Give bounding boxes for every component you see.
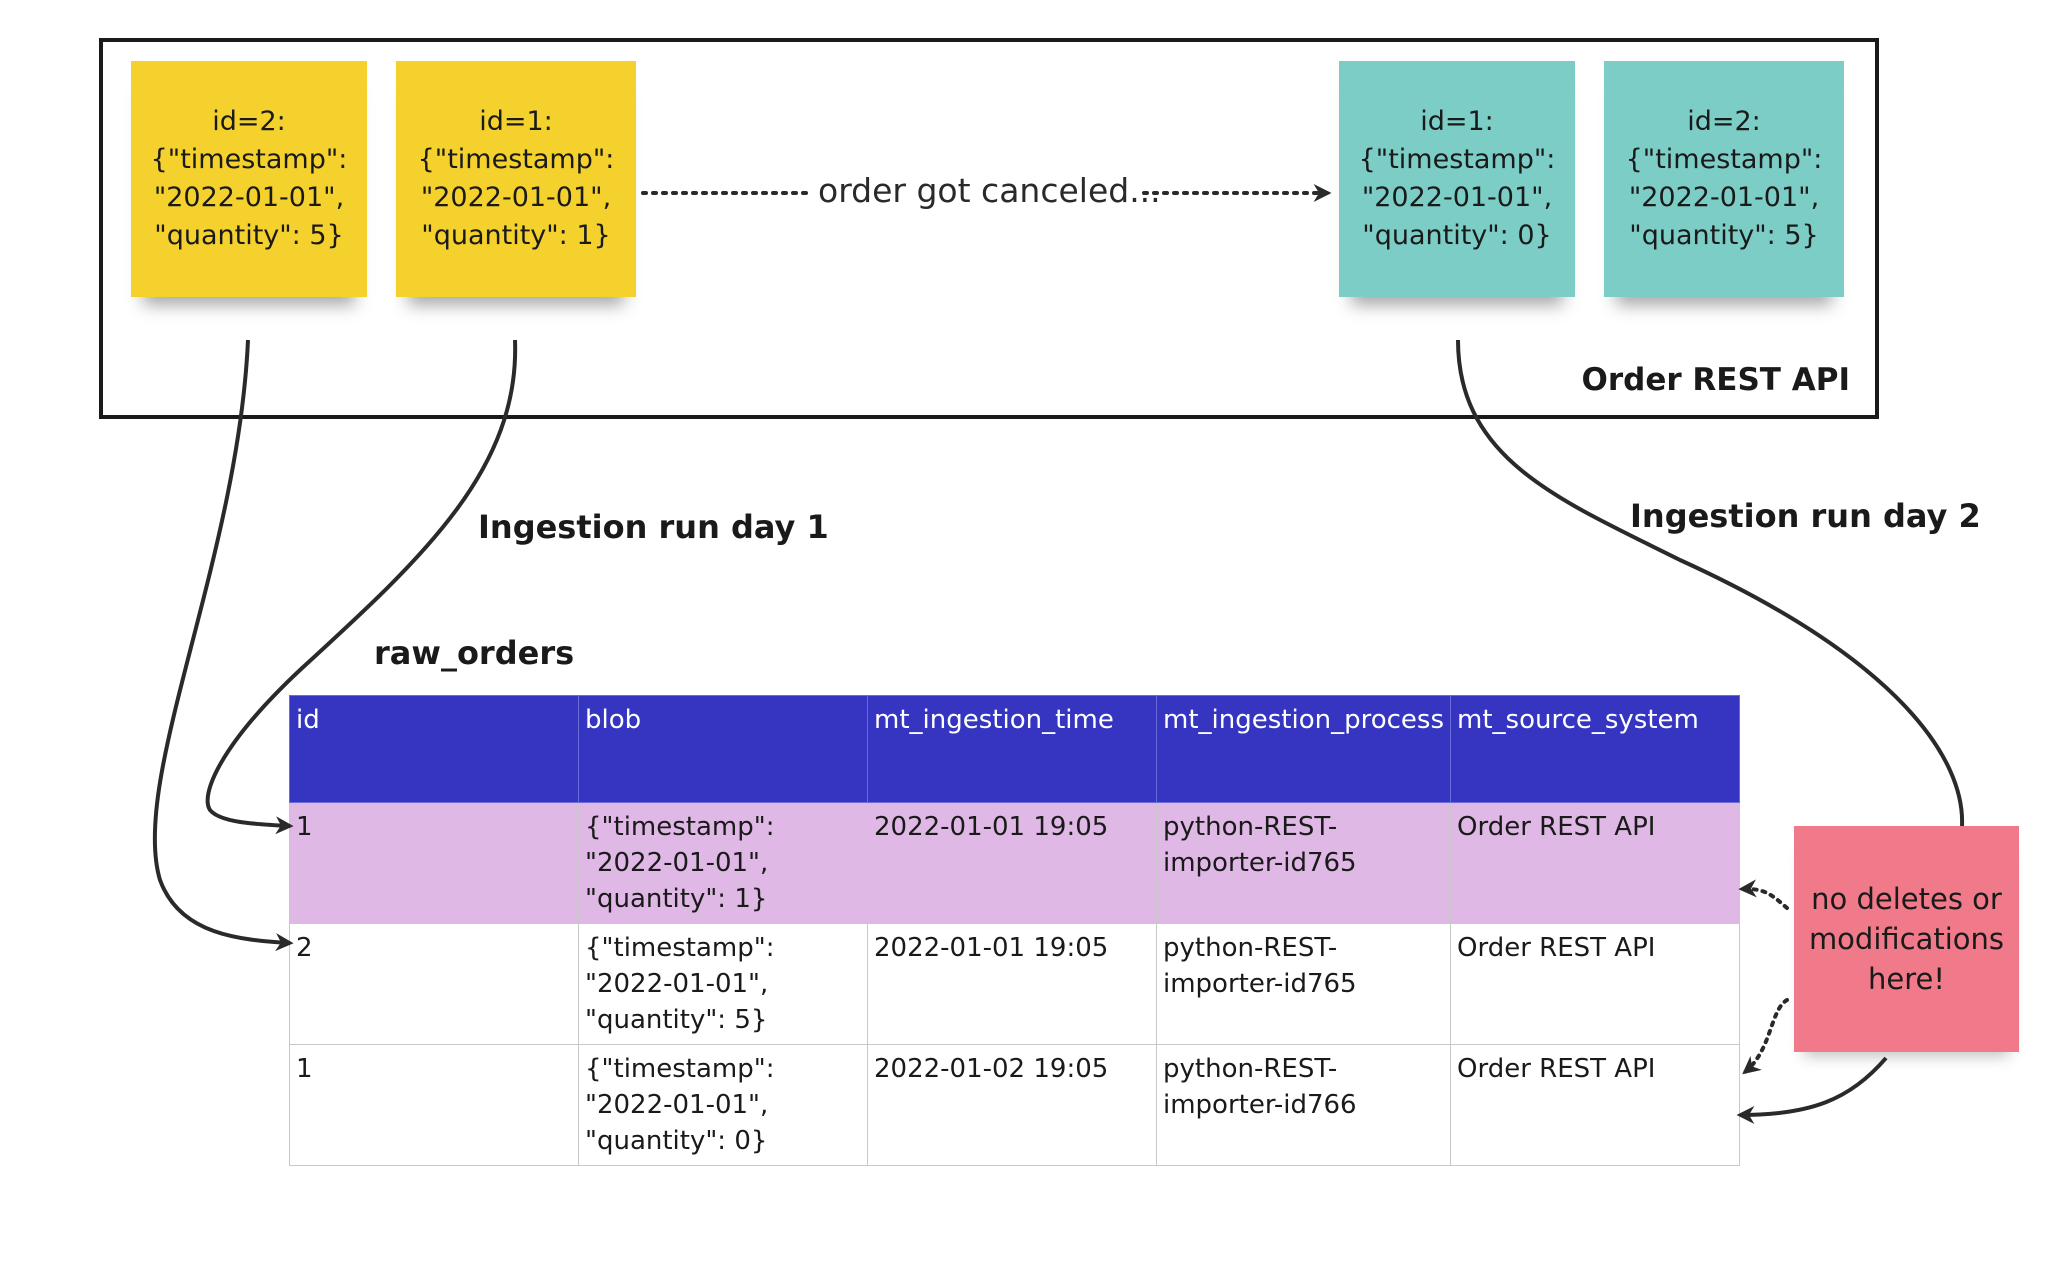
cell-ingestion-time: 2022-01-01 19:05 bbox=[867, 923, 1157, 1045]
cell-line: {"timestamp": bbox=[585, 812, 775, 842]
warning-line: no deletes or bbox=[1811, 882, 2002, 916]
cell-line: {"timestamp": bbox=[585, 933, 775, 963]
arrow-day1-order1 bbox=[205, 339, 518, 835]
note-line: {"timestamp": bbox=[150, 144, 348, 175]
cell-line: python-REST- bbox=[1163, 933, 1338, 963]
order-rest-api-container bbox=[99, 38, 1879, 419]
sticky-note-order-1-day1: id=1: {"timestamp": "2022-01-01", "quant… bbox=[396, 61, 636, 297]
note-line: {"timestamp": bbox=[417, 144, 615, 175]
cell-ingestion-process: python-REST- importer-id765 bbox=[1156, 802, 1451, 924]
cell-blob: {"timestamp": "2022-01-01", "quantity": … bbox=[578, 923, 868, 1045]
cell-blob: {"timestamp": "2022-01-01", "quantity": … bbox=[578, 1044, 868, 1166]
cell-source-system: Order REST API bbox=[1450, 802, 1740, 924]
cell-id: 1 bbox=[289, 802, 579, 924]
ingestion-run-day2-label: Ingestion run day 2 bbox=[1630, 497, 1981, 535]
raw-orders-table: id blob mt_ingestion_time mt_ingestion_p… bbox=[289, 695, 1740, 1166]
cell-line: importer-id766 bbox=[1163, 1090, 1357, 1120]
cell-ingestion-time: 2022-01-02 19:05 bbox=[867, 1044, 1157, 1166]
warning-sticky-note: no deletes or modifications here! bbox=[1794, 826, 2019, 1052]
column-header-mt-source-system: mt_source_system bbox=[1450, 695, 1740, 803]
note-line: {"timestamp": bbox=[1625, 144, 1823, 175]
warning-line: modifications bbox=[1808, 922, 2005, 956]
note-line: "2022-01-01", bbox=[1361, 182, 1553, 213]
cell-line: python-REST- bbox=[1163, 1054, 1338, 1084]
column-header-mt-ingestion-time: mt_ingestion_time bbox=[867, 695, 1157, 803]
cell-line: importer-id765 bbox=[1163, 848, 1357, 878]
note-line: "quantity": 1} bbox=[421, 220, 611, 251]
column-header-id: id bbox=[289, 695, 579, 803]
column-header-mt-ingestion-process: mt_ingestion_process bbox=[1156, 695, 1451, 803]
note-line: "2022-01-01", bbox=[1628, 182, 1820, 213]
cell-line: "2022-01-01", bbox=[585, 1090, 769, 1120]
cell-source-system: Order REST API bbox=[1450, 1044, 1740, 1166]
warning-line: here! bbox=[1868, 962, 1945, 996]
note-line: id=1: bbox=[479, 106, 553, 137]
cell-line: "quantity": 0} bbox=[585, 1126, 768, 1156]
cell-blob: {"timestamp": "2022-01-01", "quantity": … bbox=[578, 802, 868, 924]
ingestion-run-day1-label: Ingestion run day 1 bbox=[478, 508, 829, 546]
cell-line: "quantity": 5} bbox=[585, 1005, 768, 1035]
cell-line: "2022-01-01", bbox=[585, 969, 769, 999]
cell-line: "2022-01-01", bbox=[585, 848, 769, 878]
table-row: 1 {"timestamp": "2022-01-01", "quantity"… bbox=[289, 802, 1740, 924]
cell-line: importer-id765 bbox=[1163, 969, 1357, 999]
dotted-arrow-warning-row3 bbox=[1742, 998, 1789, 1075]
sticky-note-order-1-day2: id=1: {"timestamp": "2022-01-01", "quant… bbox=[1339, 61, 1575, 297]
arrow-day1-order2 bbox=[152, 339, 294, 952]
connector-label: order got canceled... bbox=[818, 171, 1161, 210]
cell-id: 1 bbox=[289, 1044, 579, 1166]
note-line: "quantity": 5} bbox=[1629, 220, 1819, 251]
sticky-note-order-2-day2: id=2: {"timestamp": "2022-01-01", "quant… bbox=[1604, 61, 1844, 297]
cell-line: python-REST- bbox=[1163, 812, 1338, 842]
table-row: 1 {"timestamp": "2022-01-01", "quantity"… bbox=[289, 1044, 1740, 1166]
table-header-row: id blob mt_ingestion_time mt_ingestion_p… bbox=[289, 695, 1740, 803]
note-line: "2022-01-01", bbox=[420, 182, 612, 213]
note-line: "quantity": 0} bbox=[1362, 220, 1552, 251]
arrow-day2-into-table bbox=[1736, 1056, 1888, 1124]
dotted-arrow-warning-row1 bbox=[1738, 879, 1789, 910]
note-line: id=1: bbox=[1420, 106, 1494, 137]
table-row: 2 {"timestamp": "2022-01-01", "quantity"… bbox=[289, 923, 1740, 1045]
api-title: Order REST API bbox=[1581, 362, 1851, 398]
cell-id: 2 bbox=[289, 923, 579, 1045]
cell-ingestion-process: python-REST- importer-id765 bbox=[1156, 923, 1451, 1045]
column-header-blob: blob bbox=[578, 695, 868, 803]
cell-line: "quantity": 1} bbox=[585, 884, 768, 914]
cell-source-system: Order REST API bbox=[1450, 923, 1740, 1045]
note-line: id=2: bbox=[212, 106, 286, 137]
cell-ingestion-process: python-REST- importer-id766 bbox=[1156, 1044, 1451, 1166]
note-line: {"timestamp": bbox=[1358, 144, 1556, 175]
note-line: "quantity": 5} bbox=[154, 220, 344, 251]
note-line: id=2: bbox=[1687, 106, 1761, 137]
cell-ingestion-time: 2022-01-01 19:05 bbox=[867, 802, 1157, 924]
arrow-day2-order1 bbox=[1456, 339, 1965, 827]
cell-line: {"timestamp": bbox=[585, 1054, 775, 1084]
sticky-note-order-2-day1: id=2: {"timestamp": "2022-01-01", "quant… bbox=[131, 61, 367, 297]
note-line: "2022-01-01", bbox=[153, 182, 345, 213]
table-title: raw_orders bbox=[374, 634, 575, 672]
